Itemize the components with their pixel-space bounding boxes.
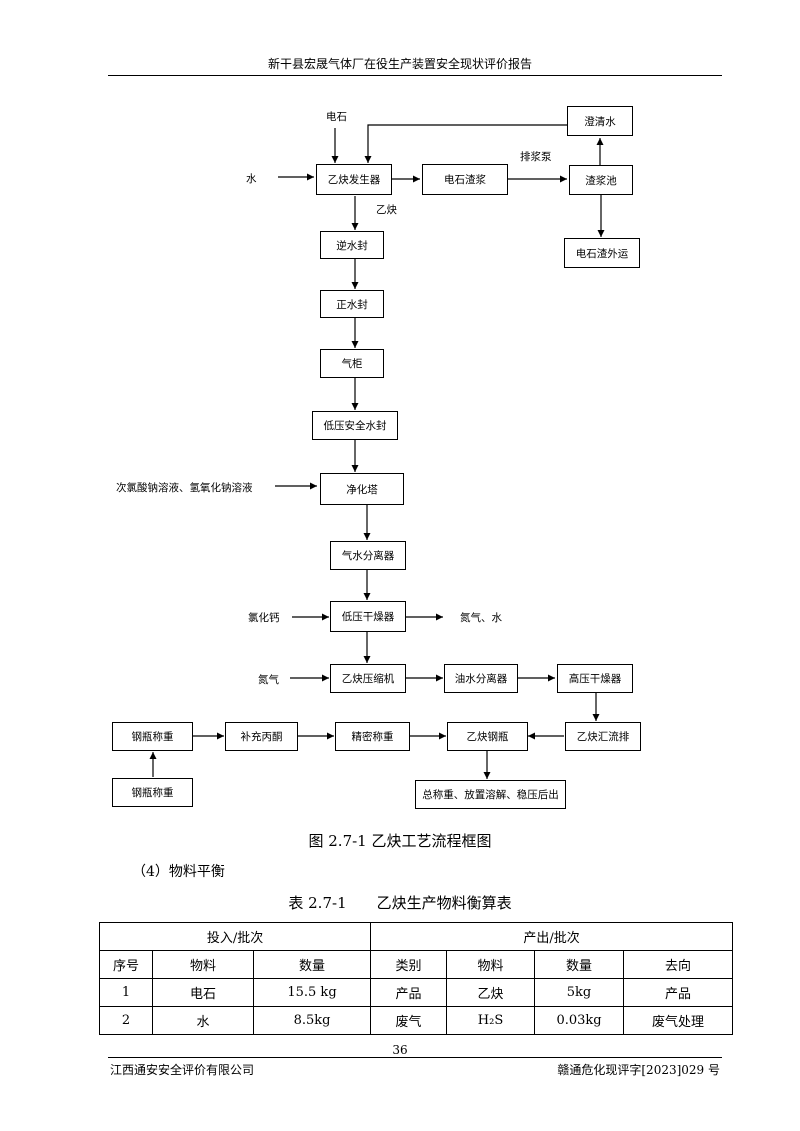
box-clear-water: 澄清水 [567,106,633,136]
figure-caption: 图 2.7-1 乙炔工艺流程框图 [308,832,492,850]
footer-report-number: 赣通危化现评字[2023]029 号 [557,1063,720,1077]
column-header: 数量 [252,950,372,979]
table-header-row: 序号 物料 数量 类别 物料 数量 去向 [99,950,734,979]
table-row: 1 电石 15.5 kg 产品 乙炔 5kg 产品 [99,978,734,1007]
box-high-pressure-dryer: 高压干燥器 [557,664,633,693]
box-low-pressure-dryer: 低压干燥器 [330,601,406,632]
column-header: 序号 [99,950,153,979]
label-reagents: 次氯酸钠溶液、氢氧化钠溶液 [116,482,253,494]
table-cell: 产品 [623,978,734,1007]
table-cell: 15.5 kg [252,978,372,1007]
table-cell: 乙炔 [446,978,536,1007]
label-nitrogen-input: 氮气 [258,674,279,686]
table-cell: 废气处理 [623,1006,734,1035]
table-cell: 电石 [152,978,254,1007]
box-final-dispatch: 总称重、放置溶解、稳压后出 [415,780,566,809]
column-header: 数量 [534,950,625,979]
table-cell: 水 [152,1006,254,1035]
label-nitrogen-water-out: 氮气、水 [460,612,502,624]
column-header: 类别 [370,950,448,979]
table-cell: 5kg [534,978,625,1007]
material-balance-table: 投入/批次 产出/批次 序号 物料 数量 类别 物料 数量 去向 1 电石 15… [98,922,734,1035]
column-header: 去向 [623,950,734,979]
box-acetylene-generator: 乙炔发生器 [316,164,392,195]
section-heading: （4）物料平衡 [132,864,225,880]
box-acetylene-cylinder: 乙炔钢瓶 [447,722,528,751]
box-acetylene-manifold: 乙炔汇流排 [565,722,641,751]
box-cylinder-weighing-bottom: 钢瓶称重 [112,778,193,807]
box-low-pressure-seal: 低压安全水封 [312,411,398,440]
footer-company: 江西通安安全评价有限公司 [110,1063,255,1077]
footer-rule [108,1057,722,1058]
label-carbide-input: 电石 [326,111,347,123]
table-cell: 0.03kg [534,1006,625,1035]
box-acetone-supplement: 补充丙酮 [225,722,298,751]
box-gasholder: 气柜 [320,349,384,378]
label-slurry-pump: 排浆泵 [520,151,552,163]
label-water-input: 水 [246,173,257,185]
header-rule [108,75,722,76]
box-forward-water-seal: 正水封 [320,290,384,318]
table-cell: 1 [99,978,153,1007]
label-calcium-chloride: 氯化钙 [248,612,280,624]
box-gas-water-separator: 气水分离器 [330,541,406,570]
box-residue-transport: 电石渣外运 [564,238,640,268]
process-flowchart: 乙炔发生器 电石渣浆 渣浆池 澄清水 电石渣外运 逆水封 正水封 气柜 低压安全… [0,95,800,815]
page-number: 36 [392,1043,408,1057]
box-oil-water-separator: 油水分离器 [444,664,518,693]
table-row: 2 水 8.5kg 废气 H₂S 0.03kg 废气处理 [99,1006,734,1035]
column-header: 物料 [446,950,536,979]
box-precise-weighing: 精密称重 [335,722,410,751]
box-slurry-tank: 渣浆池 [569,165,633,195]
table-cell: 废气 [370,1006,448,1035]
table-group-header-row: 投入/批次 产出/批次 [98,922,734,951]
label-acetylene-flow: 乙炔 [376,204,397,216]
box-purifier-tower: 净化塔 [320,473,404,505]
table-cell: 8.5kg [252,1006,372,1035]
box-carbide-slurry: 电石渣浆 [422,164,508,195]
table-cell: 2 [99,1006,153,1035]
page-header-title: 新干县宏晟气体厂在役生产装置安全现状评价报告 [267,57,532,71]
column-header: 物料 [152,950,254,979]
box-acetylene-compressor: 乙炔压缩机 [330,664,406,693]
group-header-output: 产出/批次 [370,922,734,951]
box-reverse-water-seal: 逆水封 [320,231,384,259]
box-cylinder-weighing-top: 钢瓶称重 [112,722,193,751]
flow-connectors [149,124,605,779]
table-caption: 表 2.7-1 乙炔生产物料衡算表 [288,894,512,912]
table-cell: 产品 [370,978,448,1007]
table-cell: H₂S [446,1006,536,1035]
group-header-input: 投入/批次 [98,922,372,951]
